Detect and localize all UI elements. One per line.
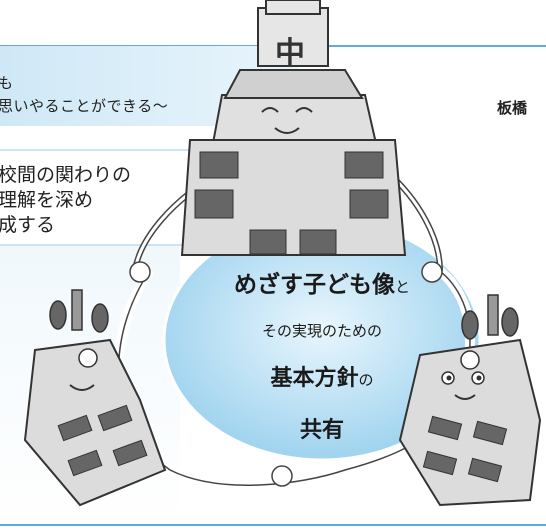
center-line-3-main: 基本方針 bbox=[270, 366, 359, 391]
handshake-right bbox=[421, 261, 443, 283]
handshake-left bbox=[129, 261, 151, 283]
header-subtitle: 思いやることができる〜 bbox=[0, 97, 169, 115]
center-line-4: 共有 bbox=[299, 418, 344, 443]
center-title-particle: と bbox=[394, 278, 410, 296]
building-top bbox=[180, 0, 407, 256]
goal-line-2: 理解を深め bbox=[0, 189, 94, 211]
handshake-bottom bbox=[271, 465, 293, 487]
center-title: めざす子ども像と bbox=[172, 265, 472, 299]
center-line-2: その実現のための bbox=[261, 322, 382, 340]
city-label: 板橋 bbox=[497, 99, 528, 117]
building-sign: 中 bbox=[275, 36, 305, 71]
center-line-3: 基本方針の bbox=[172, 360, 472, 392]
building-right bbox=[398, 294, 542, 507]
center-line-3-particle: の bbox=[358, 371, 374, 389]
building-left bbox=[23, 289, 167, 507]
center-title-main: めざす子ども像 bbox=[233, 272, 395, 298]
goal-line-1: 校間の関わりの bbox=[0, 164, 132, 186]
goal-line-3: 成する bbox=[0, 214, 56, 236]
header-partial-text: も bbox=[0, 74, 14, 92]
